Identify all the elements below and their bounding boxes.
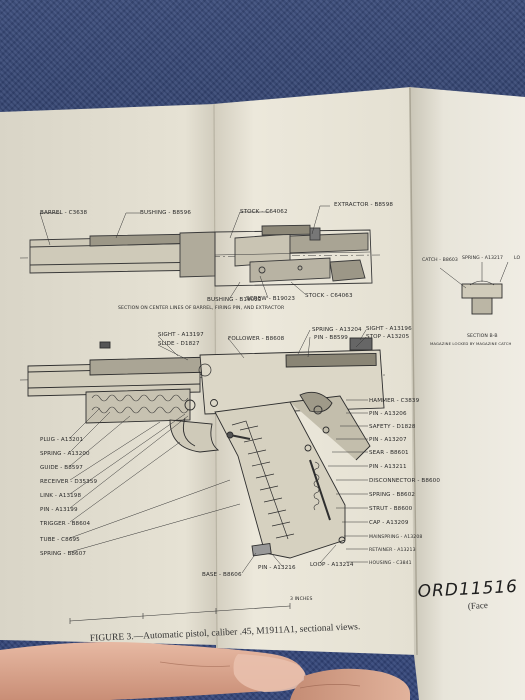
label-bushing-top: BUSHING - B8596 — [140, 210, 191, 216]
main-pistol-drawing — [19, 337, 386, 559]
leader-lines — [39, 205, 368, 574]
upper-section-drawing — [19, 224, 381, 287]
label-sight-rear: SIGHT - A13196 — [366, 326, 412, 332]
label-spring-mag: SPRING - B8607 — [40, 551, 86, 557]
label-catch: CATCH - B8603 — [422, 257, 458, 263]
right-page — [409, 87, 525, 700]
label-guide: GUIDE - B8597 — [40, 465, 83, 471]
label-pin-3: PIN - A13211 — [369, 464, 407, 470]
face-note: (Face — [468, 600, 488, 611]
section-bb-drawing — [439, 261, 509, 315]
label-housing: HOUSING - C3841 — [369, 560, 412, 566]
label-base: BASE - B8606 — [202, 572, 242, 578]
label-follower: FOLLOWER - B8608 — [228, 336, 285, 342]
label-pin-top: PIN - B8599 — [314, 335, 348, 341]
label-loop: LOOP - A13214 — [310, 562, 354, 568]
label-link: LINK - A13198 — [40, 493, 81, 499]
label-strut: STRUT - B8600 — [369, 506, 413, 512]
section-bb-title: SECTION B-B — [467, 333, 498, 339]
scale-bar: 3 INCHES — [69, 596, 312, 624]
scale-label: 3 INCHES — [290, 596, 312, 602]
label-plug: PLUG - A13201 — [40, 437, 83, 443]
label-stop: STOP - A13205 — [366, 334, 410, 340]
label-barrel: BARREL - C3638 — [40, 210, 88, 216]
label-extractor: EXTRACTOR - B8598 — [334, 202, 393, 208]
label-spring-top: SPRING - A13204 — [312, 327, 362, 333]
label-bushing-bottom: BUSHING - B19022 — [207, 297, 262, 303]
label-spring-left: SPRING - A13200 — [40, 451, 90, 457]
label-pin-2: PIN - A13207 — [369, 437, 407, 443]
label-spring-right: SPRING - B8602 — [369, 492, 415, 498]
label-trigger: TRIGGER - B8604 — [39, 521, 91, 527]
label-cap: CAP - A13209 — [369, 520, 409, 526]
label-pin-left: PIN - A13199 — [40, 507, 78, 513]
label-lo: LO — [514, 255, 520, 261]
label-stock-bottom: STOCK - C64063 — [305, 293, 353, 299]
label-stock-top: STOCK - C64062 — [240, 209, 288, 215]
label-screw: SCREW - B19023 — [246, 296, 295, 302]
section-bb-caption: MAGAZINE LOCKED BY MAGAZINE CATCH — [430, 341, 511, 346]
label-slide: SLIDE - D1827 — [158, 341, 200, 347]
label-mainspring: MAINSPRING - A13208 — [369, 534, 422, 540]
label-disconnector: DISCONNECTOR - B8600 — [369, 478, 440, 484]
label-tube: TUBE - C8695 — [39, 537, 80, 543]
label-sight-front: SIGHT - A13197 — [158, 332, 204, 338]
label-pin-base: PIN - A13216 — [258, 565, 296, 571]
label-spring-side: SPRING - A13217 — [462, 255, 503, 261]
label-pin-1: PIN - A13206 — [369, 411, 407, 417]
part-labels: BARREL - C3638 BUSHING - B8596 STOCK - C… — [39, 202, 520, 578]
section-caption: SECTION ON CENTER LINES OF BARREL, FIRIN… — [118, 305, 285, 311]
label-hammer: HAMMER - C3839 — [369, 398, 420, 404]
hand — [0, 642, 411, 700]
label-receiver: RECEIVER - D35359 — [40, 479, 97, 485]
label-sear: SEAR - B8601 — [369, 450, 409, 456]
label-retainer: RETAINER - A13213 — [369, 547, 416, 553]
label-safety: SAFETY - D1828 — [369, 424, 416, 430]
